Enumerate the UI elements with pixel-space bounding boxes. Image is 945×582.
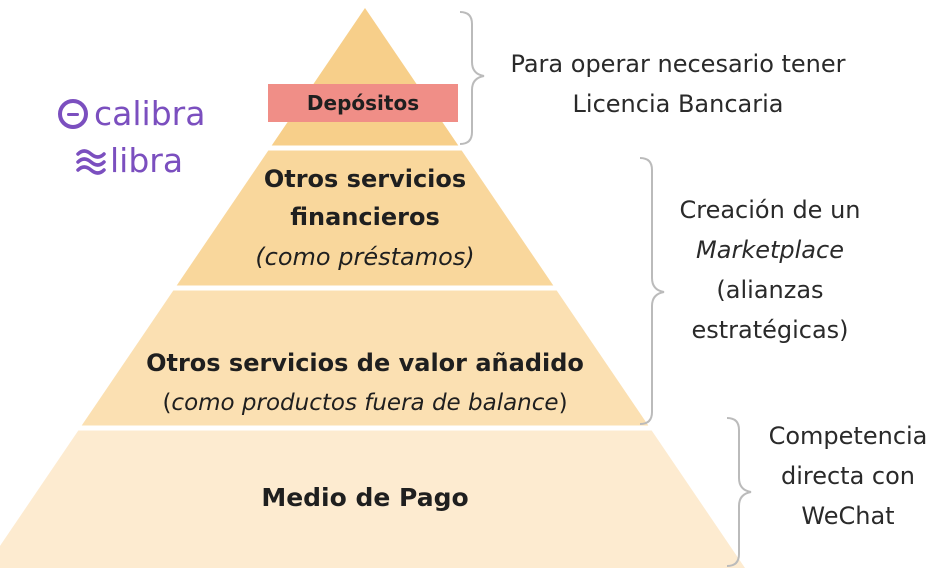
bracket-bottom (726, 417, 752, 567)
tier3-line2: (como productos fuera de balance) (105, 386, 625, 420)
tier2-line1: Otros servicios (263, 165, 467, 193)
deposits-label: Depósitos (306, 91, 420, 115)
bracket-top (459, 11, 485, 145)
pyramid-tier-middle (80, 288, 650, 428)
deposits-box (268, 84, 458, 122)
libra-waves-icon (76, 149, 106, 175)
tier4-label: Medio de Pago (261, 483, 469, 512)
pyramid-tier-top (270, 8, 460, 148)
note-middle-line3: (alianzas (716, 276, 824, 304)
note-bottom-line2: directa con (780, 462, 916, 490)
note-bottom-line1: Competencia (768, 422, 928, 450)
note-top: Para operar necesario tener Licencia Ban… (488, 44, 868, 124)
note-middle-line4: estratégicas) (691, 316, 849, 344)
note-middle: Creación de un Marketplace (alianzas est… (660, 190, 880, 350)
calibra-ring-icon (58, 99, 88, 129)
note-bottom-line3: WeChat (801, 502, 895, 530)
libra-wordmark: libra (110, 141, 184, 180)
bracket-middle (639, 157, 665, 425)
calibra-logo: calibra (58, 94, 205, 134)
pyramid-tier-base (0, 428, 745, 568)
tier3-paren-open: ( (162, 390, 172, 416)
note-middle-line2: Marketplace (696, 236, 844, 264)
tier2-line2: financieros (290, 203, 440, 231)
tier3-italic: como productos fuera de balance (171, 390, 559, 416)
libra-logo: libra (76, 140, 183, 182)
tier2-line3: (como préstamos) (255, 243, 475, 271)
tier3-paren-close: ) (558, 390, 568, 416)
note-middle-line1: Creación de un (679, 196, 861, 224)
pyramid-tier-upper (175, 148, 555, 288)
note-bottom: Competencia directa con WeChat (752, 416, 944, 536)
tier3-line1: Otros servicios de valor añadido (146, 349, 584, 377)
calibra-wordmark: calibra (94, 94, 206, 133)
note-top-line1: Para operar necesario tener (510, 50, 846, 78)
note-top-line2: Licencia Bancaria (572, 90, 784, 118)
